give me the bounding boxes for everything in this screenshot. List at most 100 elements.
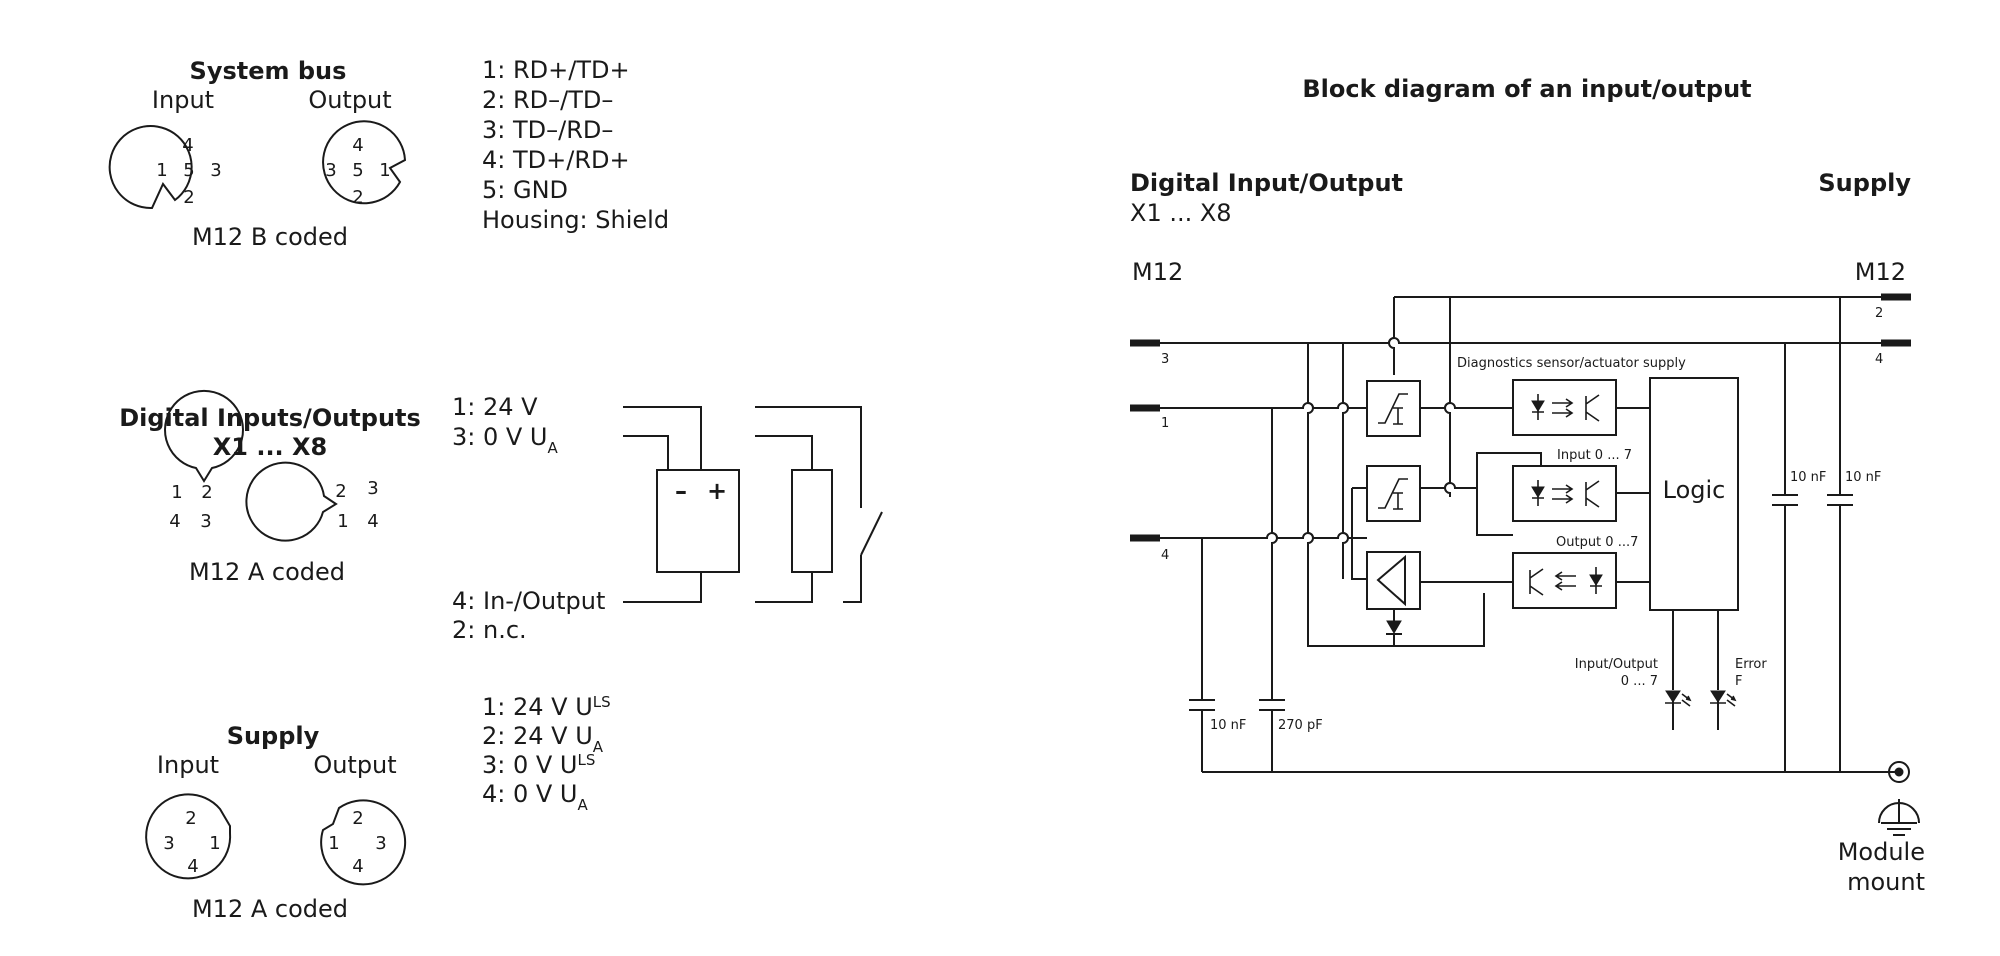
pin-label: 3 [200, 511, 211, 532]
led-error-sub-label: F [1735, 674, 1742, 689]
block-right-connector: M12 [1855, 258, 1906, 286]
pinout-line: 2: n.c. [452, 616, 527, 644]
supply-input-label: Input [157, 751, 219, 779]
digital-io-subtitle: X1 ... X8 [213, 433, 327, 461]
pin-label: 5 [183, 160, 194, 181]
pin-label: 1 [337, 511, 348, 532]
terminal-label: 3 [1161, 352, 1169, 367]
pin-label: 2 [183, 187, 194, 208]
comparator-block-1 [1366, 380, 1421, 437]
pin-label: 4 [182, 135, 193, 156]
capacitor-label: 10 nF [1845, 470, 1881, 485]
diagnostics-label: Diagnostics sensor/actuator supply [1457, 356, 1686, 371]
pin-label: 1 [156, 160, 167, 181]
block-diagram-section: Block diagram of an input/output Digital… [1130, 75, 1925, 896]
pin-label: 4 [187, 856, 198, 877]
system-bus-connector-type: M12 B coded [192, 223, 348, 251]
sensor-wiring-schematic: – + [623, 406, 883, 603]
module-mount-ground-icon [1878, 761, 1920, 836]
system-bus-input-label: Input [152, 86, 214, 114]
pin-label: 5 [352, 160, 363, 181]
pinout-line: 4: TD+/RD+ [482, 146, 630, 174]
output-driver-block [1366, 551, 1421, 610]
terminal-label: 4 [1875, 352, 1883, 367]
logic-block [1649, 377, 1739, 611]
supply-output-connector: 2 1 3 4 [320, 799, 407, 886]
pin-label: 2 [335, 481, 346, 502]
pinout-line: Housing: Shield [482, 206, 669, 234]
pinout-line: 3: 0 V UA [452, 423, 559, 457]
load-resistor [791, 469, 833, 573]
output-range-label: Output 0 ...7 [1556, 535, 1638, 550]
block-terminals: 3 1 4 2 4 [1130, 293, 1911, 563]
block-left-subtitle: X1 ... X8 [1130, 199, 1232, 227]
pin-label: 2 [352, 187, 363, 208]
supply-connector-type: M12 A coded [192, 895, 348, 923]
capacitor-label: 270 pF [1278, 718, 1323, 733]
terminal-label: 1 [1161, 416, 1169, 431]
led-io-label: Input/Output [1575, 657, 1658, 672]
two-wire-device-box [656, 469, 740, 573]
optocoupler-input [1512, 465, 1617, 522]
pin-label: 1 [328, 833, 339, 854]
pinout-line: 4: 0 V UA [482, 780, 589, 814]
led-io-range-label: 0 ... 7 [1621, 674, 1658, 689]
pinout-line: 3: 0 V ULS [482, 751, 595, 779]
input-range-label: Input 0 ... 7 [1557, 448, 1632, 463]
optocoupler-diagnostics [1512, 379, 1617, 436]
system-bus-output-connector: 4 3 5 1 2 [322, 120, 407, 208]
pinout-line: 1: 24 V ULS [482, 693, 611, 721]
supply-input-connector: 2 3 1 4 [145, 793, 232, 880]
module-mount-label-line2: mount [1847, 868, 1925, 896]
system-bus-title: System bus [190, 57, 347, 85]
pinout-line: 1: 24 V [452, 393, 538, 421]
pinout-line: 3: TD–/RD– [482, 116, 613, 144]
status-led-io [1665, 690, 1692, 707]
digital-io-title: Digital Inputs/Outputs [119, 404, 421, 432]
status-led-error [1710, 690, 1737, 707]
pin-label: 2 [185, 808, 196, 829]
pin-label: 4 [352, 856, 363, 877]
pin-label: 3 [210, 160, 221, 181]
pin-label: 4 [352, 135, 363, 156]
digital-io-left-connector: 1 2 4 3 [164, 389, 244, 532]
block-right-title: Supply [1818, 169, 1911, 197]
block-left-title: Digital Input/Output [1130, 169, 1403, 197]
system-bus-section: System bus Input Output 4 1 5 3 2 4 3 5 … [108, 56, 669, 251]
pinout-line: 4: In-/Output [452, 587, 605, 615]
digital-io-right-connector: 2 3 1 4 [245, 461, 379, 542]
pinout-line: 1: RD+/TD+ [482, 56, 630, 84]
device-minus-sign: – [675, 477, 687, 505]
terminal-label: 4 [1161, 548, 1169, 563]
system-bus-output-label: Output [308, 86, 391, 114]
supply-title: Supply [227, 722, 320, 750]
module-mount-label: Module [1838, 838, 1925, 866]
pin-label: 2 [201, 482, 212, 503]
pin-label: 1 [209, 833, 220, 854]
terminal-label: 2 [1875, 306, 1883, 321]
switch-contact [860, 511, 883, 556]
system-bus-pinout: 1: RD+/TD+ 2: RD–/TD– 3: TD–/RD– 4: TD+/… [482, 56, 669, 234]
capacitor-label: 10 nF [1790, 470, 1826, 485]
pinout-line: 5: GND [482, 176, 568, 204]
pin-label: 3 [163, 833, 174, 854]
pinout-line: 2: RD–/TD– [482, 86, 613, 114]
digital-io-connector-type: M12 A coded [189, 558, 345, 586]
system-bus-input-connector: 4 1 5 3 2 [108, 125, 222, 210]
capacitor-label: 10 nF [1210, 718, 1246, 733]
comparator-block-2 [1366, 465, 1421, 522]
block-wiring [1130, 296, 1899, 773]
digital-io-section: Digital Inputs/Outputs X1 ... X8 1 2 4 3… [119, 389, 883, 644]
pin-label: 3 [375, 833, 386, 854]
supply-section: Supply Input Output 2 3 1 4 2 1 3 4 M12 … [145, 693, 611, 923]
supply-pinout: 1: 24 V ULS 2: 24 V UA 3: 0 V ULS 4: 0 V… [482, 693, 611, 814]
block-left-connector: M12 [1132, 258, 1183, 286]
pin-label: 3 [367, 478, 378, 499]
led-error-label: Error [1735, 657, 1767, 672]
device-plus-sign: + [707, 477, 727, 505]
pin-label: 2 [352, 808, 363, 829]
optocoupler-output [1512, 552, 1617, 609]
pin-label: 4 [367, 511, 378, 532]
pin-label: 4 [169, 511, 180, 532]
